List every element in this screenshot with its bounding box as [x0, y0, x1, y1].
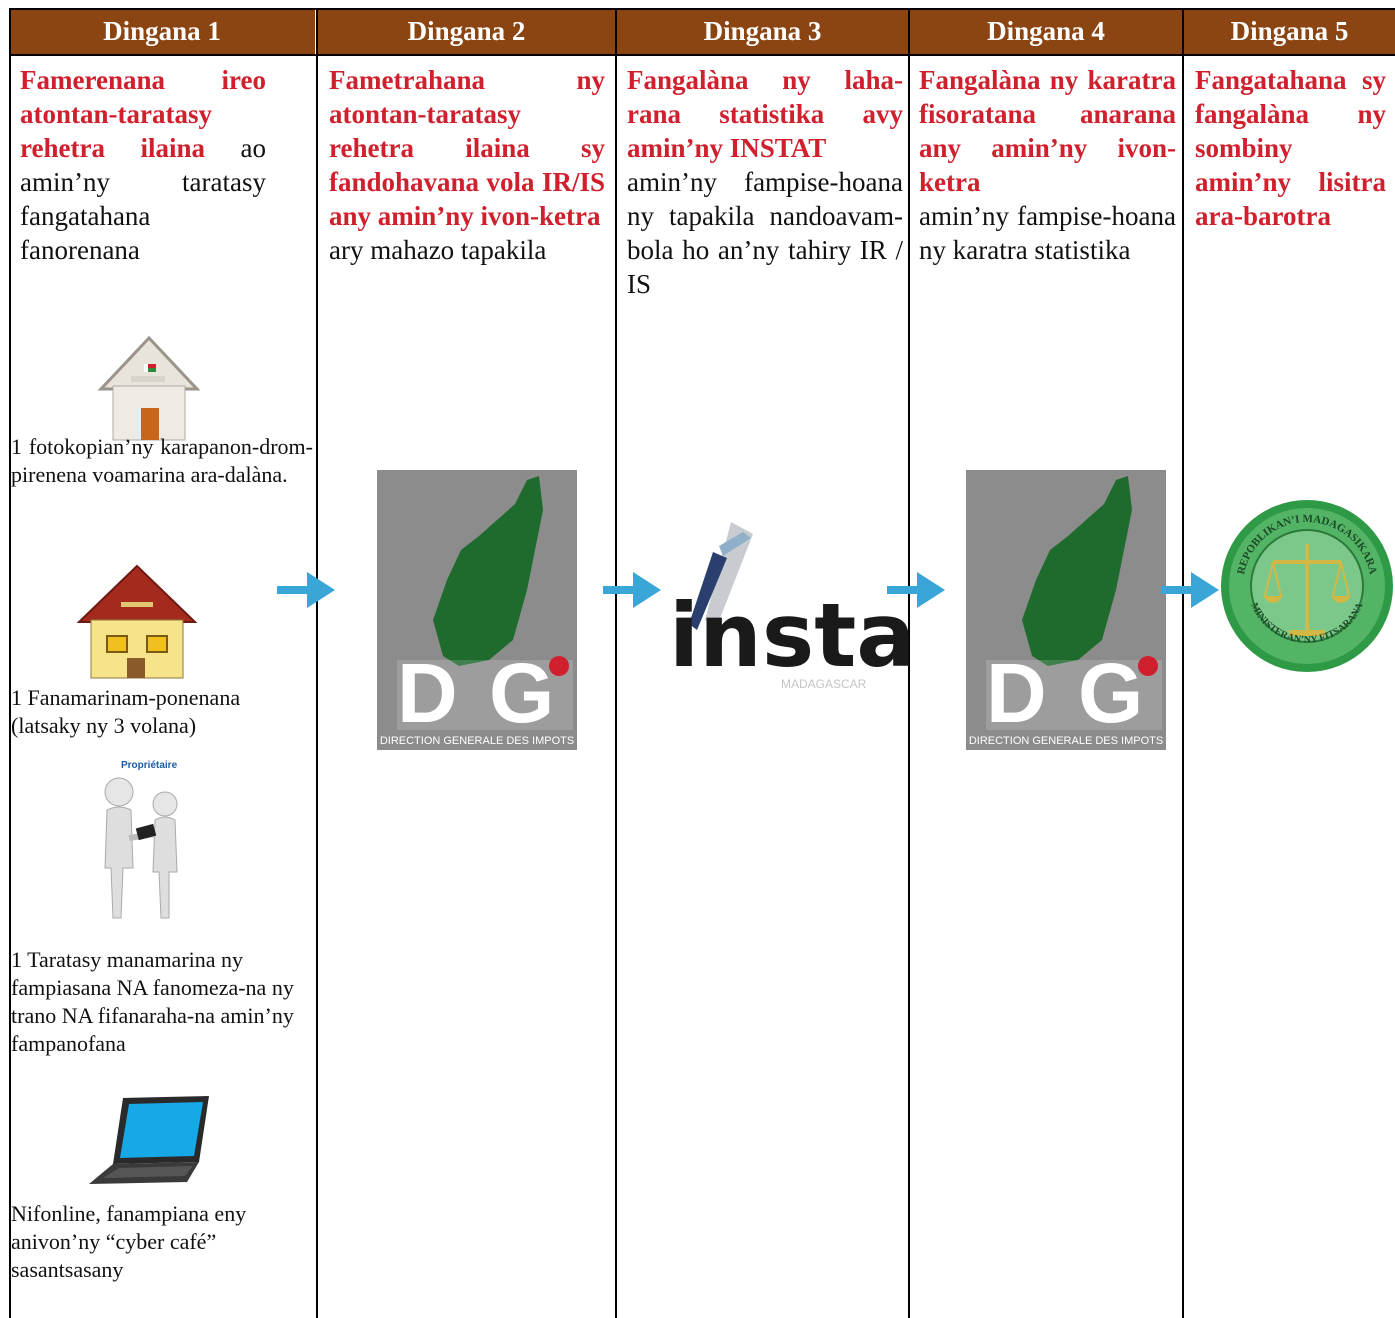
column-divider	[615, 8, 617, 1318]
header-step-2: Dingana 2	[318, 8, 615, 55]
step5-text: Fangatahana sy fangalàna ny sombiny amin…	[1195, 63, 1386, 233]
house-icon	[76, 564, 198, 679]
instat-logo-sub: MADAGASCAR	[781, 677, 867, 691]
step1-desc: ao amin’ny taratasy fangatahana fanorena…	[20, 133, 266, 265]
step1-doc2: 1 Fanamarinam-ponenana (latsaky ny 3 vol…	[11, 685, 241, 738]
step1-title: Famerenana ireo atontan-taratasy rehetra…	[20, 65, 266, 163]
instat-logo-text: instat	[669, 584, 909, 687]
step3-desc: amin’ny fampise-hoana ny tapakila nandoa…	[627, 167, 903, 299]
step5-title: Fangatahana sy fangalàna ny sombiny amin…	[1195, 65, 1386, 231]
arrow-right-icon	[603, 572, 661, 608]
house-icon	[97, 335, 201, 441]
step1-doc1: 1 fotokopian’ny karapanon-drom-pirenena …	[11, 434, 313, 487]
step2-desc: ary mahazo tapakila	[329, 235, 547, 265]
dgi-logo-text: DIRECTION GENERALE DES IMPOTS	[380, 735, 574, 747]
handshake-icon	[104, 777, 178, 919]
steps-table: Dingana 1 Dingana 2 Dingana 3 Dingana 4 …	[9, 8, 1395, 1318]
top-border	[9, 8, 1395, 10]
header-bottom-border	[9, 54, 1395, 56]
step2-text: Fametrahana ny atontan-taratasy rehetra …	[329, 63, 605, 267]
header-step-3: Dingana 3	[617, 8, 908, 55]
step4-text: Fangalàna ny karatra fisoratana anarana …	[919, 63, 1176, 267]
dgi-logo-text: DIRECTION GENERALE DES IMPOTS	[969, 735, 1163, 747]
dgi-logo: D G DIRECTION GENERALE DES IMPOTS	[966, 470, 1166, 750]
header-step-5: Dingana 5	[1184, 8, 1395, 55]
instat-logo: instat MADAGASCAR	[669, 522, 909, 691]
step1-text: Famerenana ireo atontan-taratasy rehetra…	[20, 63, 266, 267]
column-divider	[9, 8, 11, 1318]
laptop-icon	[89, 1096, 209, 1184]
svg-text:G: G	[1078, 646, 1143, 740]
column-divider	[316, 8, 318, 1318]
step4-desc: amin’ny fampise-hoana ny karatra statist…	[919, 201, 1176, 265]
step1-doc3: 1 Taratasy manamarina ny fampiasana NA f…	[11, 947, 294, 1056]
svg-text:D: D	[397, 646, 458, 740]
ministry-seal: REPOBLIKAN’I MADAGASIKARA MINISTERAN’NY …	[1221, 500, 1393, 672]
header-step-4: Dingana 4	[910, 8, 1182, 55]
header-step-1: Dingana 1	[9, 8, 315, 55]
svg-text:D: D	[986, 646, 1047, 740]
step3-title: Fangalàna ny laha-rana statistika avy am…	[627, 65, 903, 163]
step1-doc4: Nifonline, fanampiana eny anivon’ny “cyb…	[11, 1201, 247, 1282]
arrow-right-icon	[887, 572, 945, 608]
proprietaire-label: Propriétaire	[121, 760, 178, 771]
arrow-right-icon	[1161, 572, 1219, 608]
svg-text:G: G	[489, 646, 554, 740]
column-divider	[908, 8, 910, 1318]
column-divider	[1182, 8, 1184, 1318]
step2-title: Fametrahana ny atontan-taratasy rehetra …	[329, 65, 605, 231]
step3-text: Fangalàna ny laha-rana statistika avy am…	[627, 63, 903, 301]
step4-title: Fangalàna ny karatra fisoratana anarana …	[919, 65, 1176, 197]
dgi-logo: D G DIRECTION GENERALE DES IMPOTS	[377, 470, 577, 750]
arrow-right-icon	[277, 572, 335, 608]
